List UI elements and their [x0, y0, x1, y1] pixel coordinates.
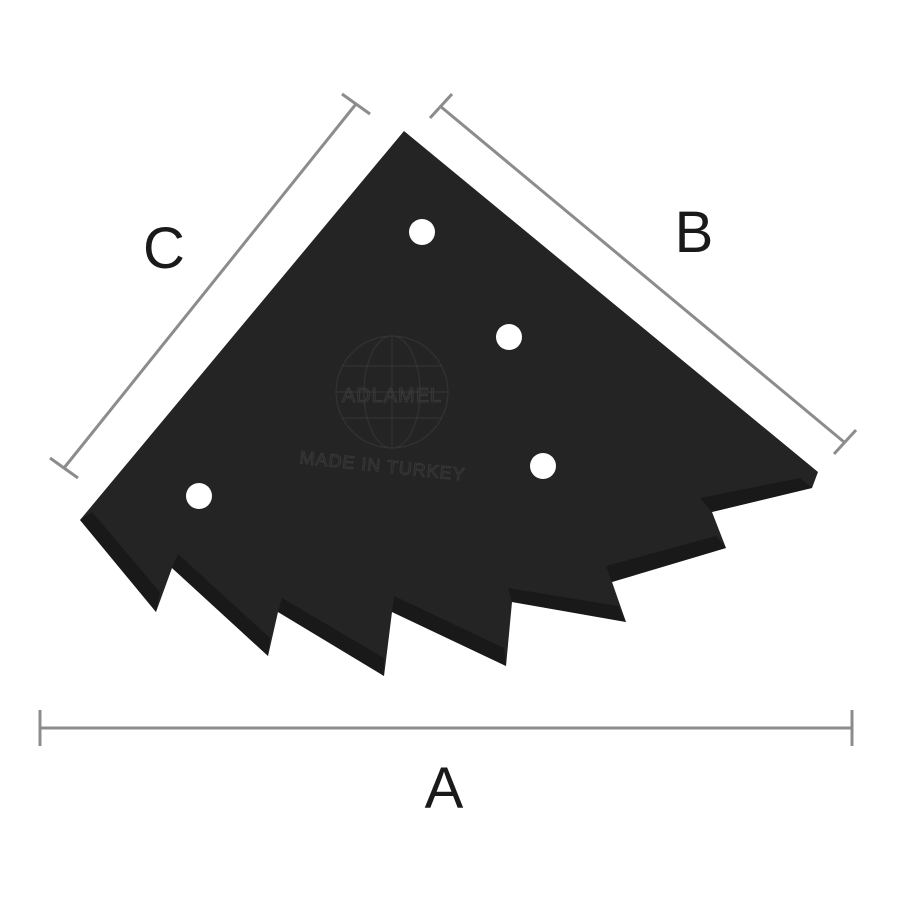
blade-bevel	[278, 598, 384, 676]
emboss-brand: ADLAMEL	[342, 385, 442, 407]
dimension-a: A	[38, 710, 854, 821]
mounting-hole	[530, 453, 556, 479]
globe-emboss-icon	[335, 335, 449, 449]
dimension-c: C	[49, 92, 371, 480]
dimension-c-label: C	[143, 216, 185, 281]
blade: ADLAMEL MADE IN TURKEY	[80, 131, 818, 676]
blade-bevel	[606, 536, 726, 582]
mounting-hole	[409, 219, 435, 245]
blade-bevel	[80, 512, 160, 612]
blade-bevel	[392, 596, 506, 666]
blade-bevel	[508, 588, 626, 622]
mounting-hole	[186, 483, 212, 509]
blade-bevel	[700, 478, 812, 512]
blade-body	[80, 131, 818, 676]
mounting-hole	[496, 324, 522, 350]
blade-bevel	[172, 554, 270, 656]
dimension-b-label: B	[675, 200, 714, 265]
dimension-a-label: A	[425, 756, 464, 821]
dimension-b: B	[428, 92, 858, 456]
